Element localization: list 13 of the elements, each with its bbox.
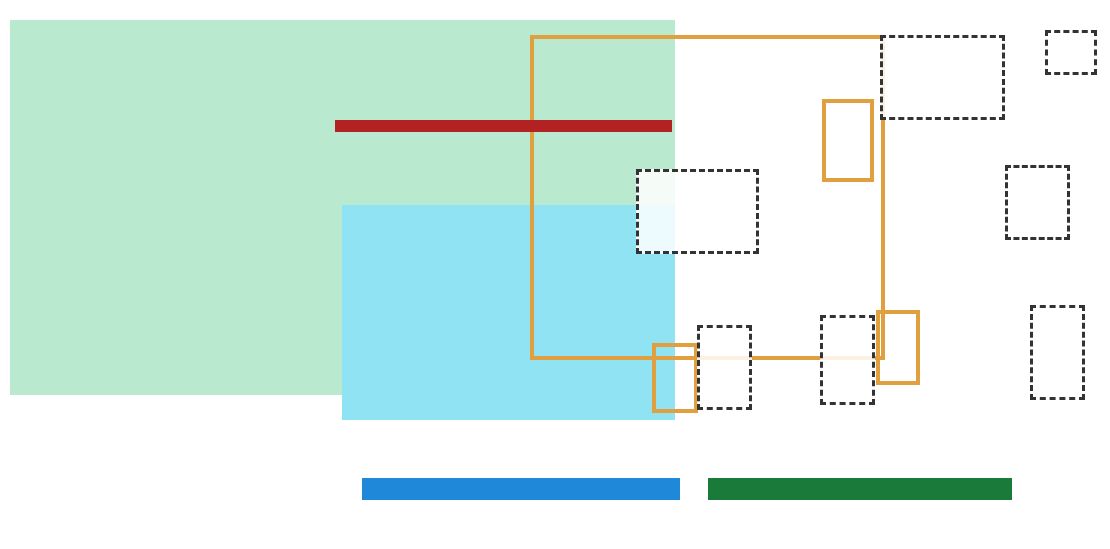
highlight-frame <box>530 35 885 360</box>
dashed-box <box>1045 30 1097 75</box>
dashed-box <box>697 325 752 410</box>
dashed-box <box>820 315 875 405</box>
color-bar <box>708 478 1012 500</box>
color-bar <box>335 120 672 132</box>
dashed-box <box>1005 165 1070 240</box>
dashed-box <box>1030 305 1085 400</box>
highlight-frame <box>876 310 920 385</box>
color-bar <box>362 478 680 500</box>
dashed-box <box>880 35 1005 120</box>
dashed-box <box>636 169 759 254</box>
highlight-frame <box>822 99 874 182</box>
